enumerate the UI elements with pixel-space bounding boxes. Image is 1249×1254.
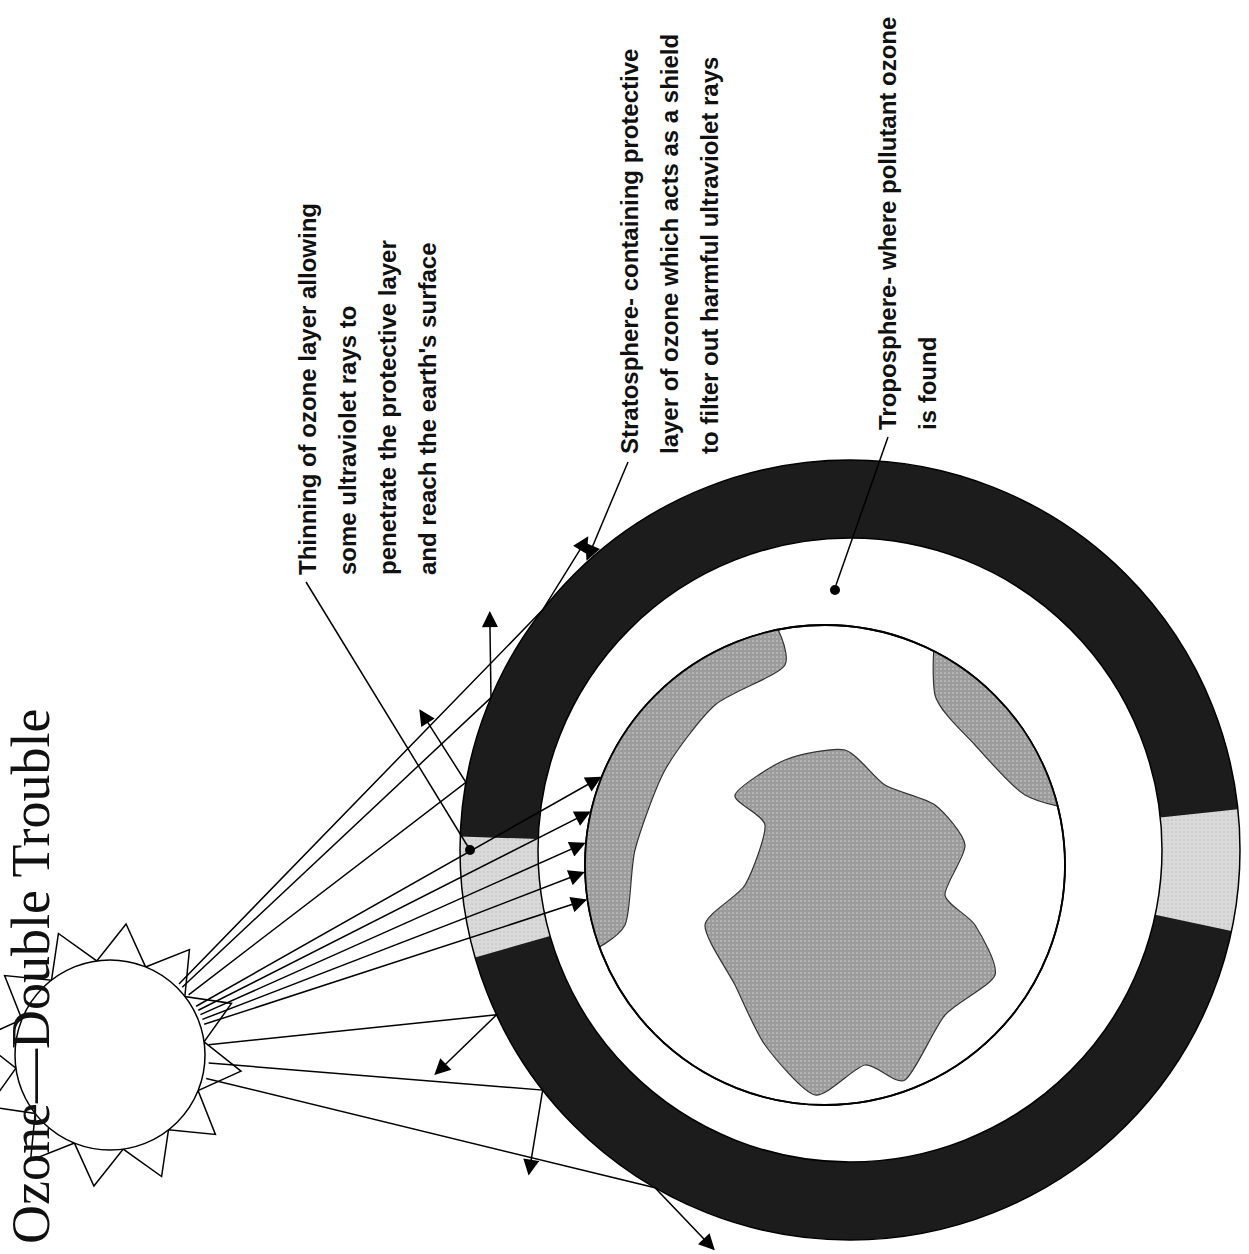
uv-ray bbox=[198, 812, 589, 1010]
uv-ray bbox=[200, 843, 584, 1014]
leader-line bbox=[306, 582, 470, 850]
leader-line bbox=[587, 462, 628, 559]
continent bbox=[705, 749, 995, 1095]
title-slot: Ozone—Double Trouble bbox=[0, 709, 62, 1244]
reflected-ray bbox=[189, 711, 466, 995]
reflected-ray bbox=[182, 613, 491, 988]
ozone-layer bbox=[460, 460, 1240, 1240]
label-slot: Troposphere- where pollutant ozone is fo… bbox=[868, 10, 948, 430]
leader-line bbox=[836, 437, 888, 585]
leader-dot bbox=[830, 585, 840, 595]
troposphere bbox=[538, 538, 1162, 1162]
leader-dot bbox=[465, 845, 475, 855]
callout-label: Stratosphere- containing protective laye… bbox=[610, 14, 730, 454]
reflected-ray bbox=[209, 1063, 543, 1174]
reflected-ray bbox=[179, 538, 587, 984]
title: Ozone—Double Trouble bbox=[0, 709, 62, 1244]
ozone-thinning bbox=[1155, 809, 1240, 931]
continent bbox=[575, 615, 787, 951]
earth-outline bbox=[585, 625, 1065, 1105]
label-slot: Thinning of ozone layer allowing some ul… bbox=[288, 195, 448, 575]
callout-label: Troposphere- where pollutant ozone is fo… bbox=[868, 10, 948, 430]
stratosphere-ring bbox=[460, 460, 1240, 1240]
ring-outline bbox=[460, 460, 1240, 1240]
continent bbox=[933, 615, 1080, 808]
uv-ray bbox=[196, 777, 600, 1006]
uv-rays bbox=[179, 538, 714, 1250]
callout-label: Thinning of ozone layer allowing some ul… bbox=[288, 195, 448, 575]
uv-ray bbox=[204, 900, 585, 1024]
reflected-ray bbox=[208, 1015, 496, 1074]
reflected-ray bbox=[206, 1078, 714, 1249]
label-slot: Stratosphere- containing protective laye… bbox=[610, 14, 730, 454]
